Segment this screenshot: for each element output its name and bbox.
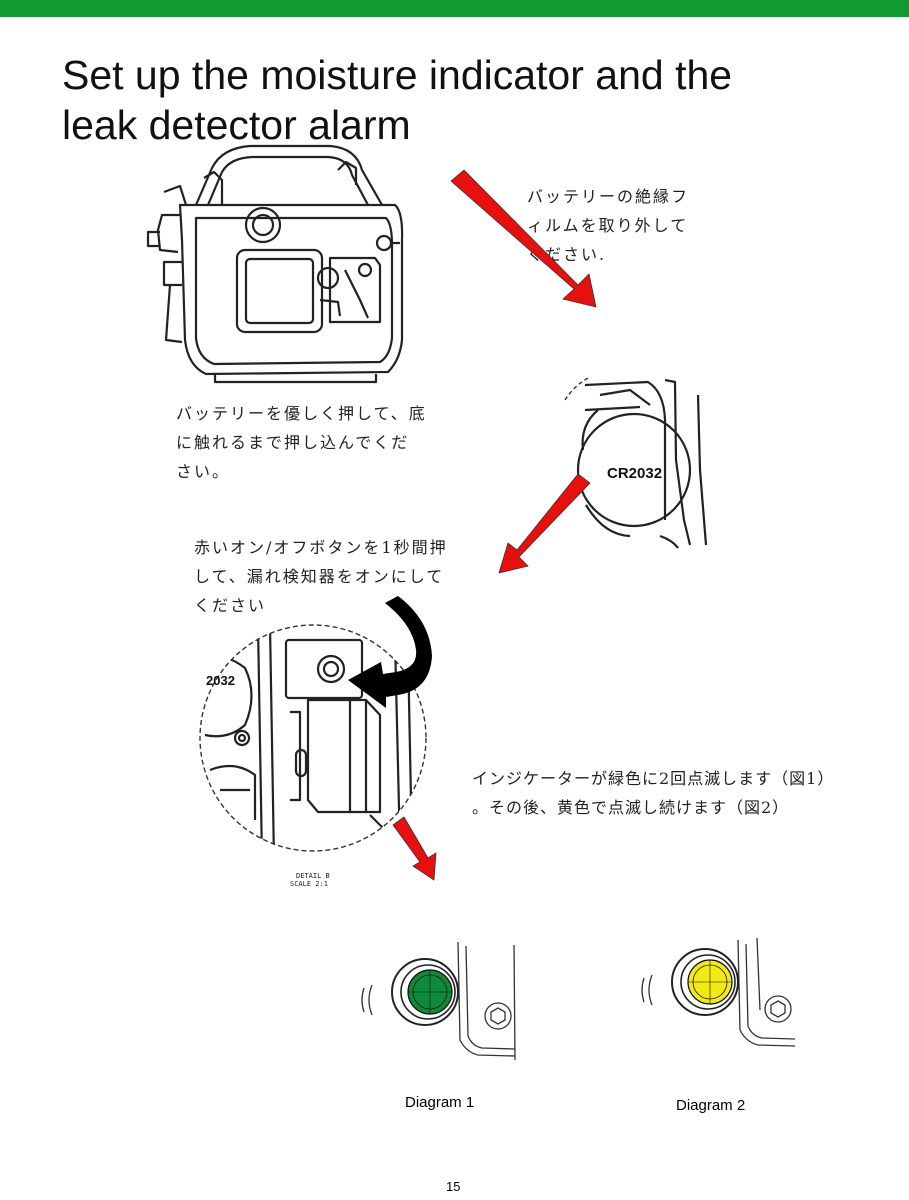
instruction-press-button: 赤いオン/オフボタンを1秒間押 して、漏れ検知器をオンにして ください (194, 538, 448, 615)
green-indicator-light (407, 969, 453, 1015)
battery-label: CR2032 (607, 465, 662, 482)
detail-label: DETAIL B (296, 872, 330, 880)
instruction-remove-film: バッテリーの絶縁フ ィルムを取り外して ください. (527, 187, 690, 264)
battery-partial-label: 2032 (206, 673, 235, 688)
diagram-1-caption: Diagram 1 (405, 1094, 475, 1111)
instruction-insert-battery: バッテリーを優しく押して、底 に触れるまで押し込んでくだ さい。 (176, 404, 427, 481)
page-title: Set up the moisture indicator and the le… (62, 52, 733, 148)
diagram-2-caption: Diagram 2 (676, 1097, 746, 1114)
header-bar (0, 0, 909, 17)
detail-scale-label: SCALE 2:1 (290, 880, 328, 888)
page-number: 15 (446, 1179, 461, 1194)
instruction-indicator: インジケーターが緑色に2回点滅します（図1） 。その後、黄色で点滅し続けます（図… (472, 769, 835, 817)
yellow-indicator-light (687, 959, 733, 1005)
